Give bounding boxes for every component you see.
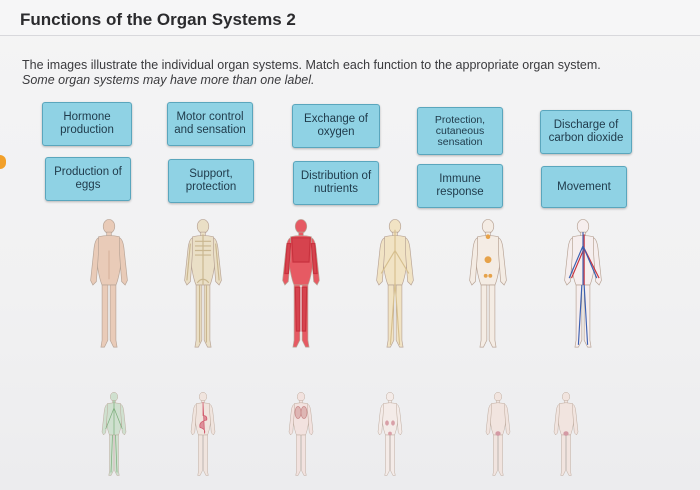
label-tile-exchange-of-oxygen[interactable]: Exchange of oxygen — [292, 104, 380, 148]
figure-lymphatic[interactable] — [96, 390, 132, 480]
figure-urinary[interactable] — [372, 390, 408, 480]
label-tile-immune-response[interactable]: Immune response — [417, 164, 503, 208]
title-bar: Functions of the Organ Systems 2 — [0, 0, 700, 36]
figure-nervous[interactable] — [372, 215, 418, 355]
figure-skeletal[interactable] — [180, 215, 226, 355]
label-tile-production-of-eggs[interactable]: Production of eggs — [45, 157, 131, 201]
question-marker — [0, 155, 6, 169]
figure-muscular[interactable] — [278, 215, 324, 355]
label-tile-movement[interactable]: Movement — [541, 166, 627, 208]
instructions-line-2: Some organ systems may have more than on… — [22, 73, 315, 87]
instructions: The images illustrate the individual org… — [22, 58, 662, 88]
figure-endocrine[interactable] — [465, 215, 511, 355]
page-title: Functions of the Organ Systems 2 — [20, 10, 296, 29]
figure-integumentary[interactable] — [86, 215, 132, 355]
figure-cardiovascular[interactable] — [560, 215, 606, 355]
label-tile-protection-cutaneous[interactable]: Protection, cutaneous sensation — [417, 107, 503, 155]
figure-reproductive-male[interactable] — [548, 390, 584, 480]
label-tile-support-protection[interactable]: Support, protection — [168, 159, 254, 203]
figure-digestive[interactable] — [185, 390, 221, 480]
figure-reproductive-female[interactable] — [480, 390, 516, 480]
label-tile-hormone-production[interactable]: Hormone production — [42, 102, 132, 146]
label-tile-distribution-of-nutrients[interactable]: Distribution of nutrients — [293, 161, 379, 205]
figure-respiratory[interactable] — [283, 390, 319, 480]
label-tile-motor-control[interactable]: Motor control and sensation — [167, 102, 253, 146]
instructions-line-1: The images illustrate the individual org… — [22, 58, 601, 72]
label-tile-discharge-co2[interactable]: Discharge of carbon dioxide — [540, 110, 632, 154]
